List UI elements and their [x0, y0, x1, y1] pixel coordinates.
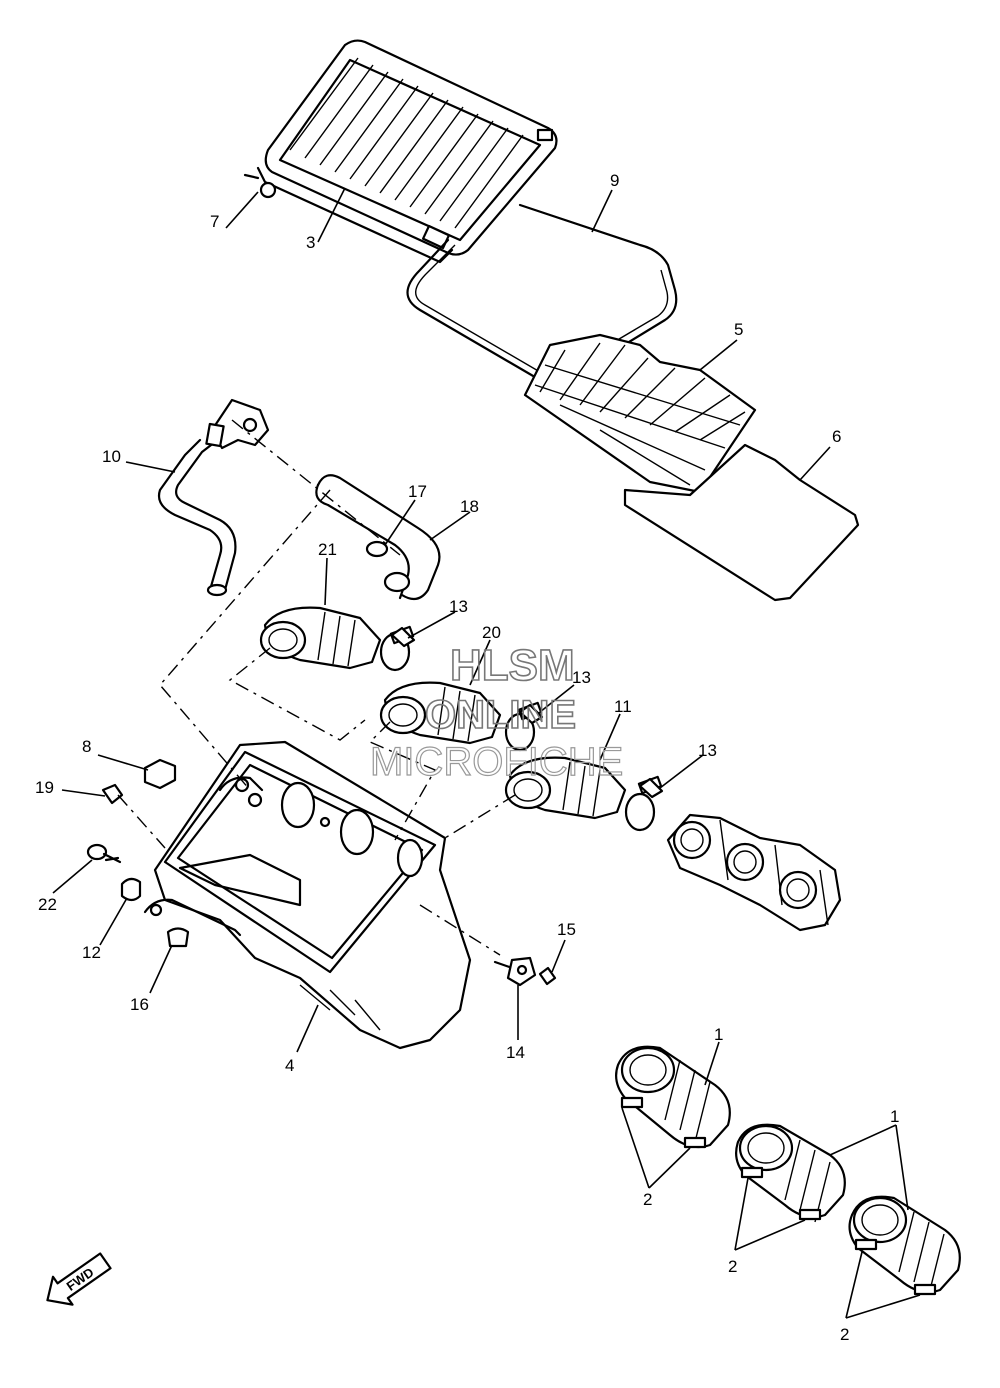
air-filter-case: [143, 740, 472, 1050]
assembly-line-14: [419, 904, 501, 956]
callout-7: 7: [210, 212, 219, 231]
callout-10: 10: [102, 447, 121, 466]
throttle-body: [666, 813, 842, 932]
callout-2-lower: 2: [840, 1325, 849, 1344]
carb-joint-1c: [848, 1195, 961, 1296]
part-16-plug: [166, 927, 190, 948]
callout-1-left: 1: [714, 1025, 723, 1044]
clamp-13b: [518, 703, 544, 725]
clamp-13c: [638, 777, 664, 799]
watermark-line-3: MICROFICHE: [370, 740, 623, 784]
watermark: HLSM ONLINE MICROFICHE: [369, 640, 624, 784]
callout-11: 11: [614, 697, 632, 716]
part-14-sensor: [493, 956, 537, 987]
assembly-line-case-left: [159, 489, 331, 791]
watermark-line-1: HLSM: [450, 641, 575, 690]
callout-14: 14: [506, 1043, 525, 1062]
intake-joint-21: [259, 606, 415, 672]
callout-16: 16: [130, 995, 149, 1014]
callouts: 7 3 9 5 6 10 17 18 21 13 20 13 11 13 8 1…: [35, 171, 899, 1344]
callout-2-upper: 2: [643, 1190, 652, 1209]
assembly-line-11: [444, 794, 516, 839]
callout-5: 5: [734, 320, 743, 339]
callout-3: 3: [306, 233, 315, 252]
air-filter-element: [243, 39, 558, 264]
intake-joint-11: [504, 756, 663, 832]
callout-9: 9: [610, 171, 619, 190]
gasket-plate: [623, 443, 860, 602]
callout-22: 22: [38, 895, 57, 914]
callout-21: 21: [318, 540, 337, 559]
callout-13-middle: 13: [572, 668, 591, 687]
carb-joint-1a: [615, 1045, 731, 1149]
callout-18: 18: [460, 497, 479, 516]
part-12-grommet: [120, 877, 142, 902]
callout-20: 20: [482, 623, 501, 642]
carb-joint-1b: [735, 1123, 846, 1223]
callout-17: 17: [408, 482, 427, 501]
part-22-bolt: [86, 843, 122, 864]
hose-18: [315, 474, 441, 601]
callout-13-top: 13: [449, 597, 468, 616]
filter-grid: [523, 333, 757, 494]
callout-19: 19: [35, 778, 54, 797]
part-15-screw: [538, 966, 557, 986]
callout-6: 6: [832, 427, 841, 446]
watermark-line-2: ONLINE: [425, 693, 576, 737]
fwd-arrow-icon: FWD: [46, 1252, 112, 1306]
callout-15: 15: [557, 920, 576, 939]
breather-hose: [157, 398, 270, 597]
intake-joint-20: [379, 681, 543, 752]
part-19-clip: [101, 783, 124, 805]
leader-lines: [52, 187, 921, 1319]
clamp-13a: [390, 626, 416, 648]
assembly-line-19: [117, 794, 166, 849]
part-8-block: [143, 758, 177, 790]
assembly-line-20: [368, 721, 436, 841]
callout-2-middle: 2: [728, 1257, 737, 1276]
callout-13-right: 13: [698, 741, 717, 760]
callout-8: 8: [82, 737, 91, 756]
callout-12: 12: [82, 943, 101, 962]
callout-4: 4: [285, 1056, 294, 1075]
assembly-line-hose-10: [231, 419, 401, 556]
callout-1-right: 1: [890, 1107, 899, 1126]
